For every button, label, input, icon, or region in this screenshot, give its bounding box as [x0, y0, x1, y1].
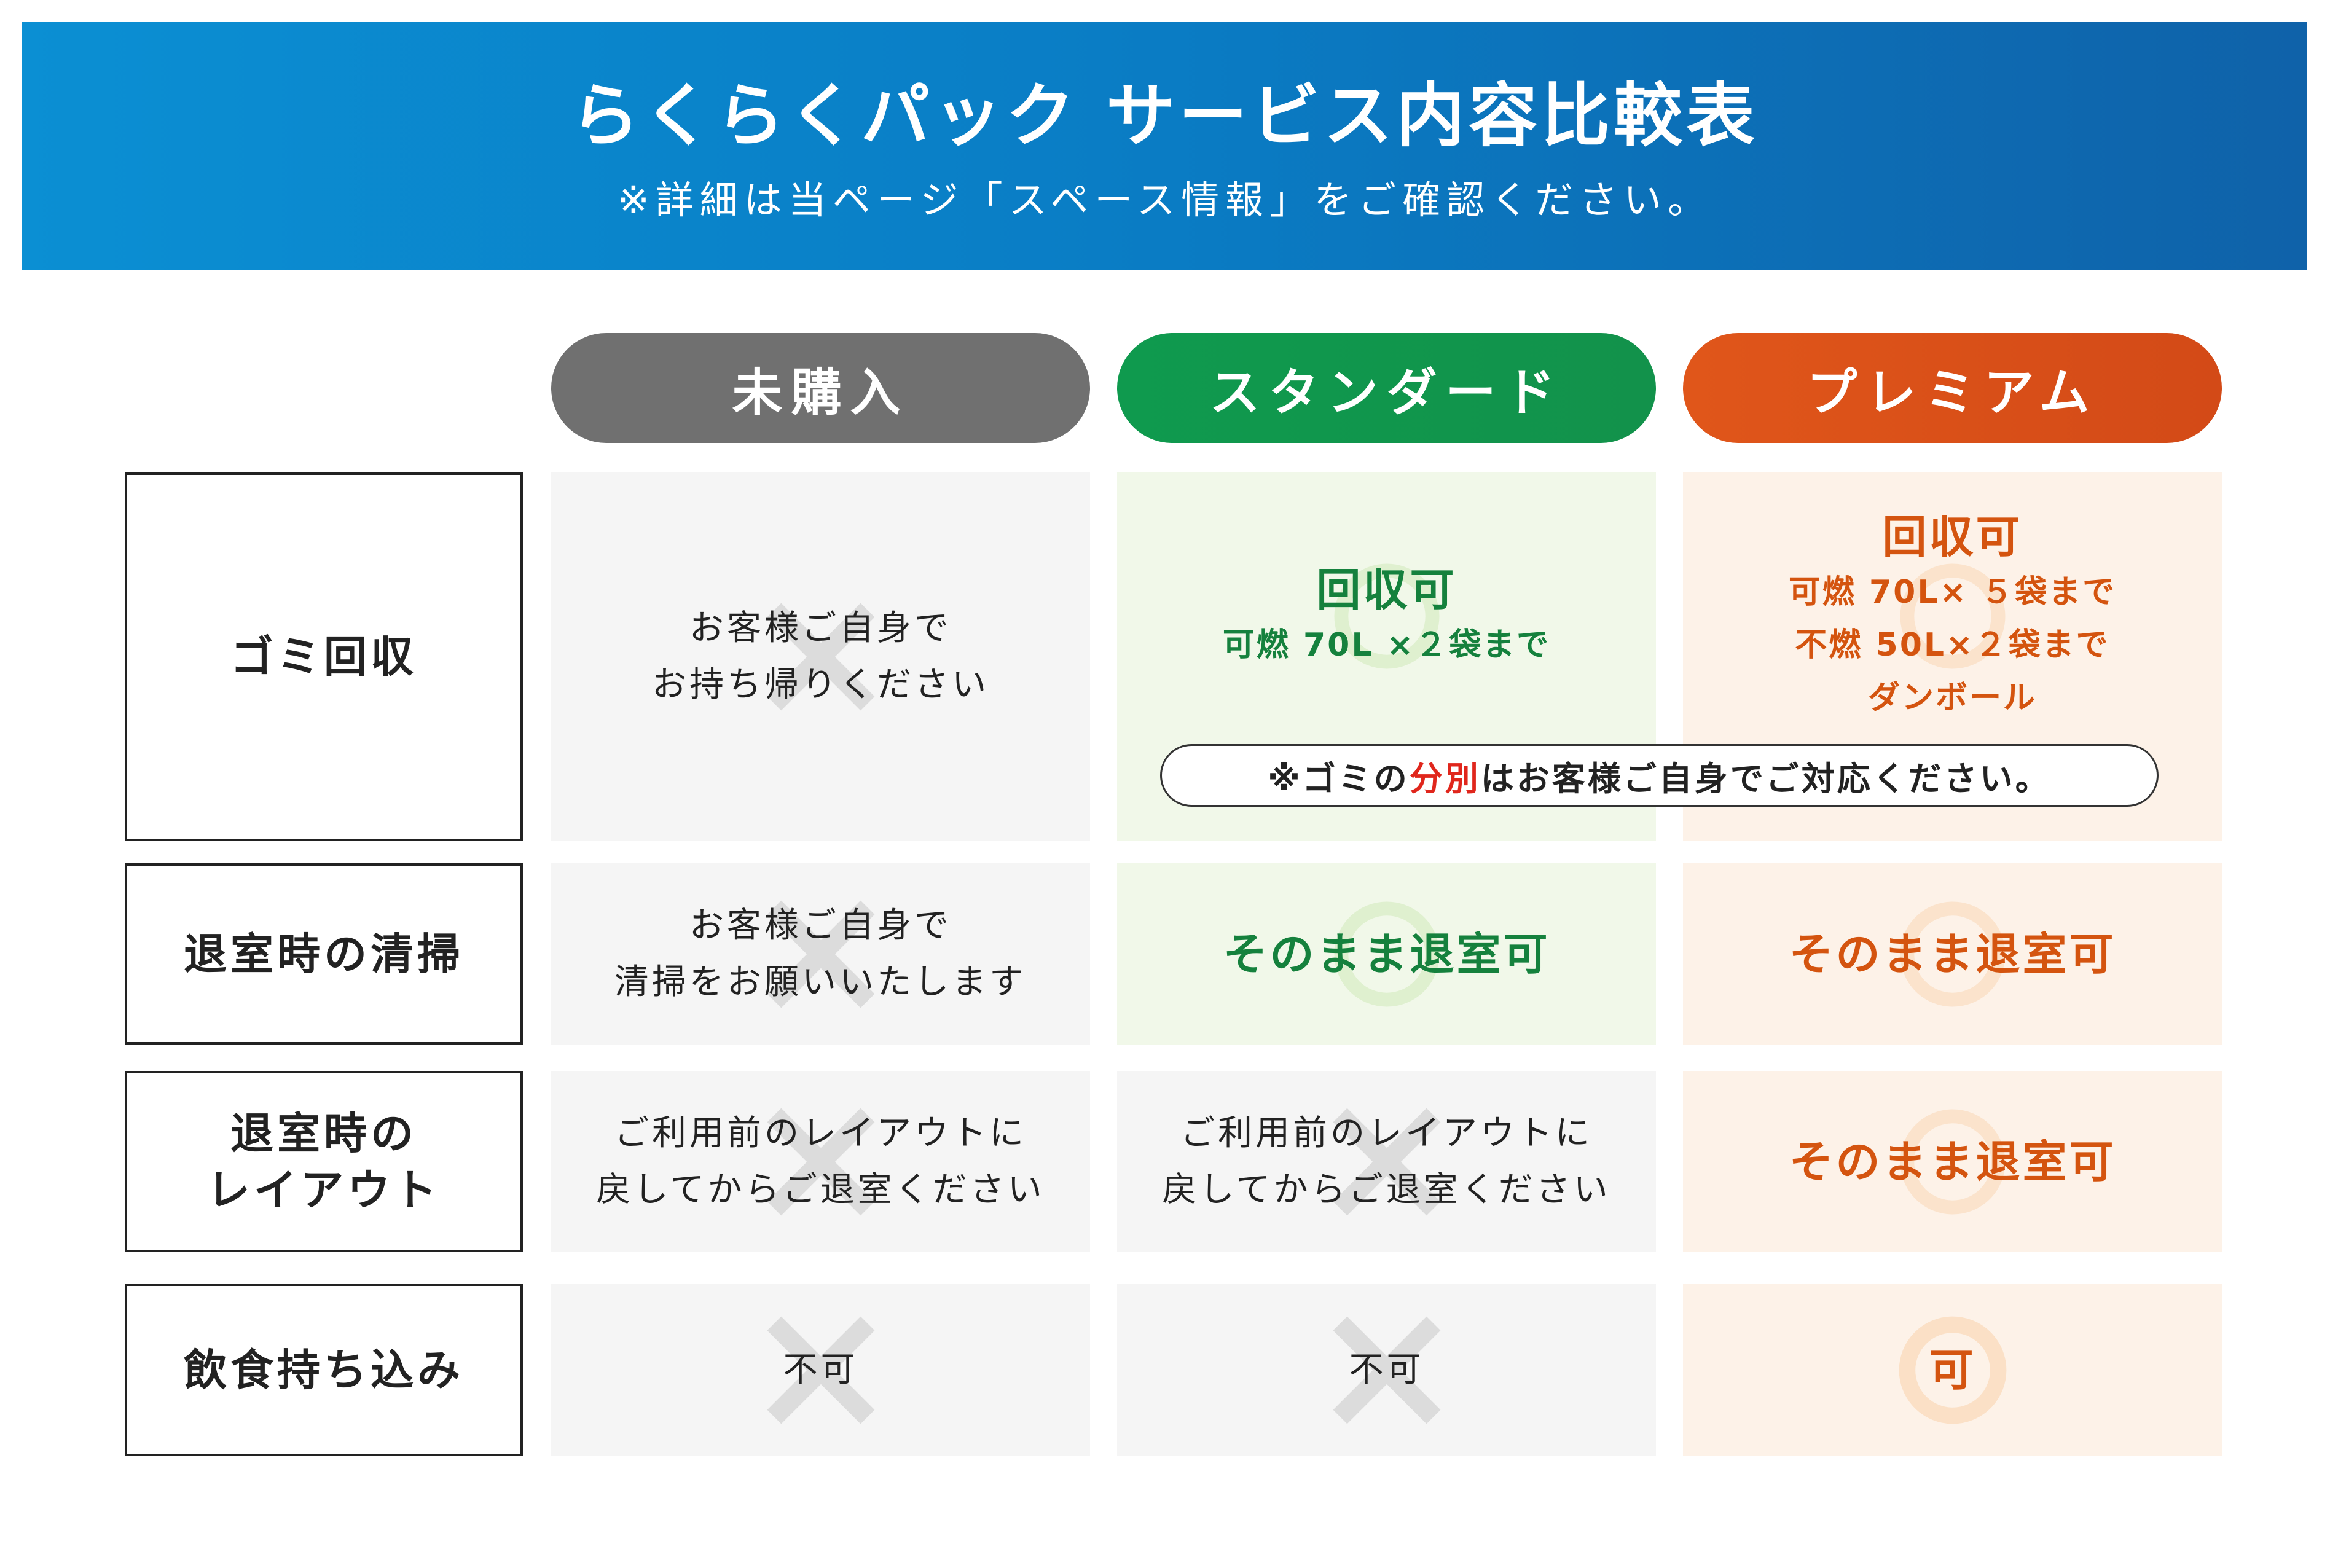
cell-none-garbage: お客様ご自身で お持ち帰りください	[551, 472, 1090, 841]
row-label-garbage: ゴミ回収	[125, 472, 523, 841]
cell-text-line: お持ち帰りください	[652, 665, 989, 705]
row-label-text: 飲食持ち込み	[184, 1344, 464, 1395]
cell-none-cleaning: お客様ご自身で 清掃をお願いいたします	[551, 863, 1090, 1045]
row-label-cleaning: 退室時の清掃	[125, 863, 523, 1045]
cell-none-food: 不可	[551, 1284, 1090, 1456]
page-title: らくらくパック サービス内容比較表	[571, 76, 1759, 156]
x-mark-icon	[767, 603, 874, 711]
circle-mark-icon	[1900, 901, 2005, 1006]
cell-text-line: 不可	[1349, 1349, 1424, 1390]
circle-mark-icon	[1334, 901, 1439, 1006]
row-label-layout: 退室時の レイアウト	[125, 1071, 523, 1252]
circle-mark-icon	[1900, 1109, 2005, 1214]
cell-premium-food: 可	[1683, 1284, 2222, 1456]
x-mark-icon	[1333, 1108, 1440, 1215]
cell-text-line: 不可	[783, 1349, 858, 1390]
cell-standard-layout: ご利用前のレイアウトに 戻してからご退室ください	[1117, 1071, 1656, 1252]
plan-header-none: 未購入	[551, 333, 1090, 443]
cell-none-layout: ご利用前のレイアウトに 戻してからご退室ください	[551, 1071, 1090, 1252]
row-label-text: 退室時の清掃	[184, 928, 464, 979]
cell-detail-line: 可燃 70L ×２袋まで	[1222, 627, 1551, 664]
cell-status: そのまま退室可	[1223, 928, 1550, 980]
x-mark-icon	[767, 900, 874, 1008]
x-mark-icon	[1333, 1316, 1440, 1424]
cell-status: 可	[1929, 1344, 1976, 1396]
cell-detail-line: 可燃 70L× ５袋まで	[1788, 574, 2117, 611]
cell-premium-layout: そのまま退室可	[1683, 1071, 2222, 1252]
cell-text-line: ご利用前のレイアウトに	[1180, 1113, 1593, 1153]
cell-standard-food: 不可	[1117, 1284, 1656, 1456]
cell-text-line: 戻してからご退室ください	[1162, 1169, 1611, 1210]
header-banner: らくらくパック サービス内容比較表 ※詳細は当ページ「スペース情報」をご確認くだ…	[22, 22, 2307, 270]
note-suffix: はお客様ご自身でご対応ください。	[1480, 759, 2051, 798]
cell-text-line: お客様ご自身で	[689, 905, 952, 946]
cell-premium-cleaning: そのまま退室可	[1683, 863, 2222, 1045]
page-subtitle: ※詳細は当ページ「スペース情報」をご確認ください。	[617, 178, 1712, 222]
note-prefix: ※ゴミの	[1268, 759, 1410, 798]
cell-text-line: お客様ご自身で	[689, 608, 952, 648]
row-label-text: 退室時の	[230, 1108, 417, 1159]
cell-detail-line: 不燃 50L×２袋まで	[1795, 627, 2110, 664]
cell-status: そのまま退室可	[1789, 1135, 2116, 1188]
garbage-separation-note: ※ゴミの分別はお客様ご自身でご対応ください。	[1160, 744, 2159, 807]
row-label-text: レイアウト	[207, 1164, 441, 1215]
cell-text-line: 戻してからご退室ください	[596, 1169, 1045, 1210]
circle-mark-icon	[1899, 1316, 2006, 1424]
cell-status: 回収可	[1316, 564, 1457, 616]
cell-status: そのまま退室可	[1789, 928, 2116, 980]
row-label-text: ゴミ回収	[230, 632, 417, 682]
plan-header-standard: スタンダード	[1117, 333, 1656, 443]
row-label-food: 飲食持ち込み	[125, 1284, 523, 1456]
circle-mark-icon	[1900, 563, 2005, 669]
cell-text-line: ご利用前のレイアウトに	[614, 1113, 1027, 1153]
x-mark-icon	[767, 1108, 874, 1215]
plan-header-premium: プレミアム	[1683, 333, 2222, 443]
note-highlight: 分別	[1409, 759, 1481, 798]
x-mark-icon	[767, 1316, 874, 1424]
cell-standard-cleaning: そのまま退室可	[1117, 863, 1656, 1045]
circle-mark-icon	[1334, 563, 1439, 669]
cell-status: 回収可	[1882, 511, 2023, 563]
cell-detail-line: ダンボール	[1867, 680, 2037, 716]
cell-text-line: 清掃をお願いいたします	[614, 962, 1027, 1002]
